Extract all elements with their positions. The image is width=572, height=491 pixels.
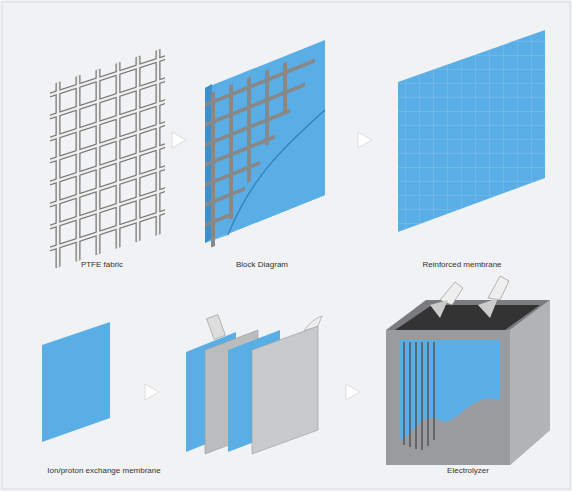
ptfe-mesh [50,48,165,270]
figure-caption: Ion/proton exchange membrane [47,466,160,475]
membrane-stack-figure [186,315,322,454]
flow-arrow [172,132,186,148]
flow-arrow [346,384,360,400]
block-diagram-figure [205,40,325,250]
ion-membrane-figure [42,322,110,442]
electrolyzer-figure [386,276,550,465]
flow-arrow [358,132,372,148]
reinforced-membrane-figure [398,30,545,232]
figure-caption: Reinforced membrane [422,260,501,269]
figure-caption: PTFE fabric [81,260,123,269]
figure-caption: Block Diagram [236,260,288,269]
flow-arrow [145,384,159,400]
figure-caption: Electrolyzer [447,466,489,475]
